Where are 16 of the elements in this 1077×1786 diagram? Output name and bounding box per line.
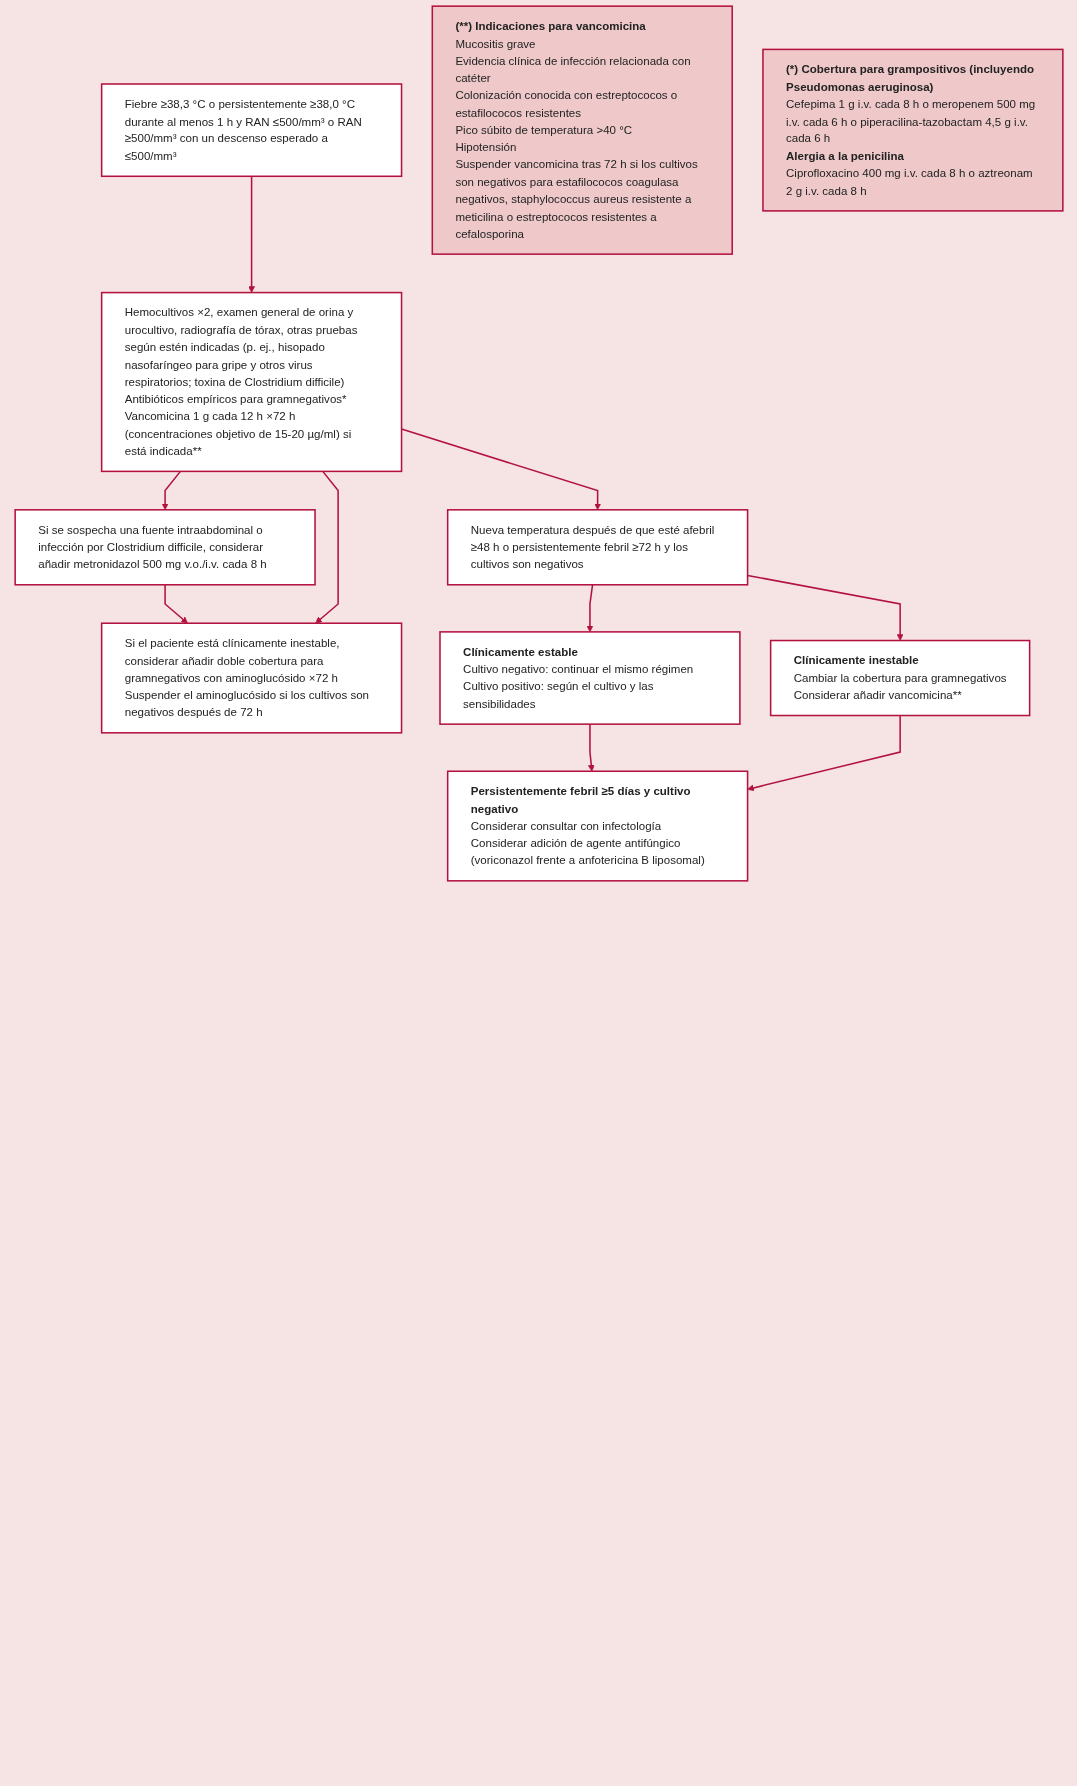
arrow bbox=[587, 723, 595, 772]
node-box: (*) Cobertura para grampositivos (incluyendo Pseudomonas aeruginosa) Cefepima 1 g i.v. cada 8 h o meropenem 500 mg i.v. cada 6 h o piperacilina-tazobactam 4,5 g i.v. cada 6 h Alergia a la penicilina Ciprofloxacino 400 mg i.v. cada 8 h o aztreonam 2 g i.v. cada 8 h bbox=[761, 48, 1064, 212]
node-box: Clínicamente estable Cultivo negativo: continuar el mismo régimen Cultivo positivo: según el cultivo y las sensibilidades bbox=[438, 631, 741, 725]
node-box: Clínicamente inestable Cambiar la cobertura para gramnegativos Considerar añadir vancomicina** bbox=[769, 639, 1030, 717]
node-box: (**) Indicaciones para vancomicina Mucositis grave Evidencia clínica de infección relacionada con catéter Colonización conocida con estreptococos o estafilococos resistentes Pico súbito de temperatura >40 °C Hipotensión Suspender vancomicina tras 72 h si los cultivos son negativos para estafilococos coagulasa negativos, staphylococcus aureus resistente a meticilina o estreptococos resistentes a cefalosporina bbox=[431, 5, 733, 255]
arrow bbox=[247, 175, 255, 293]
arrow bbox=[161, 470, 181, 511]
arrow bbox=[314, 470, 339, 624]
node-box: Hemocultivos ×2, examen general de orina y urocultivo, radiografía de tórax, otras pruebas según estén indicadas (p. ej., hisopado nasofaríngeo para gripe y otros virus respiratorios; toxina de Clostridium difficile) Antibióticos empíricos para gramnegativos* Vancomicina 1 g cada 12 h ×72 h (concentraciones objetivo de 15-20 µg/ml) si está indicada** bbox=[100, 291, 402, 473]
node-box: Fiebre ≥38,3 °C o persistentemente ≥38,0 °C durante al menos 1 h y RAN ≤500/mm³ o RAN ≥500/mm³ con un descenso esperado a ≤500/mm³ bbox=[100, 83, 402, 178]
node-box: Nueva temperatura después de que esté afebril ≥48 h o persistentemente febril ≥72 h y los cultivos son negativos bbox=[446, 509, 748, 586]
arrow bbox=[586, 584, 593, 633]
node-box: Si se sospecha una fuente intraabdominal o infección por Clostridium difficile, considerar añadir metronidazol 500 mg v.o./i.v. cada 8 h bbox=[13, 509, 316, 586]
node-box: Persistentemente febril ≥5 días y cultivo negativo Considerar consultar con infectología Considerar adición de agente antifúngico (voriconazol frente a anfotericina B liposomal) bbox=[446, 770, 748, 882]
arrow bbox=[163, 584, 188, 624]
node-box: Si el paciente está clínicamente inestable, considerar añadir doble cobertura para gramnegativos con aminoglucósido ×72 h Suspender el aminoglucósido si los cultivos son negativos después de 72 h bbox=[100, 622, 402, 734]
